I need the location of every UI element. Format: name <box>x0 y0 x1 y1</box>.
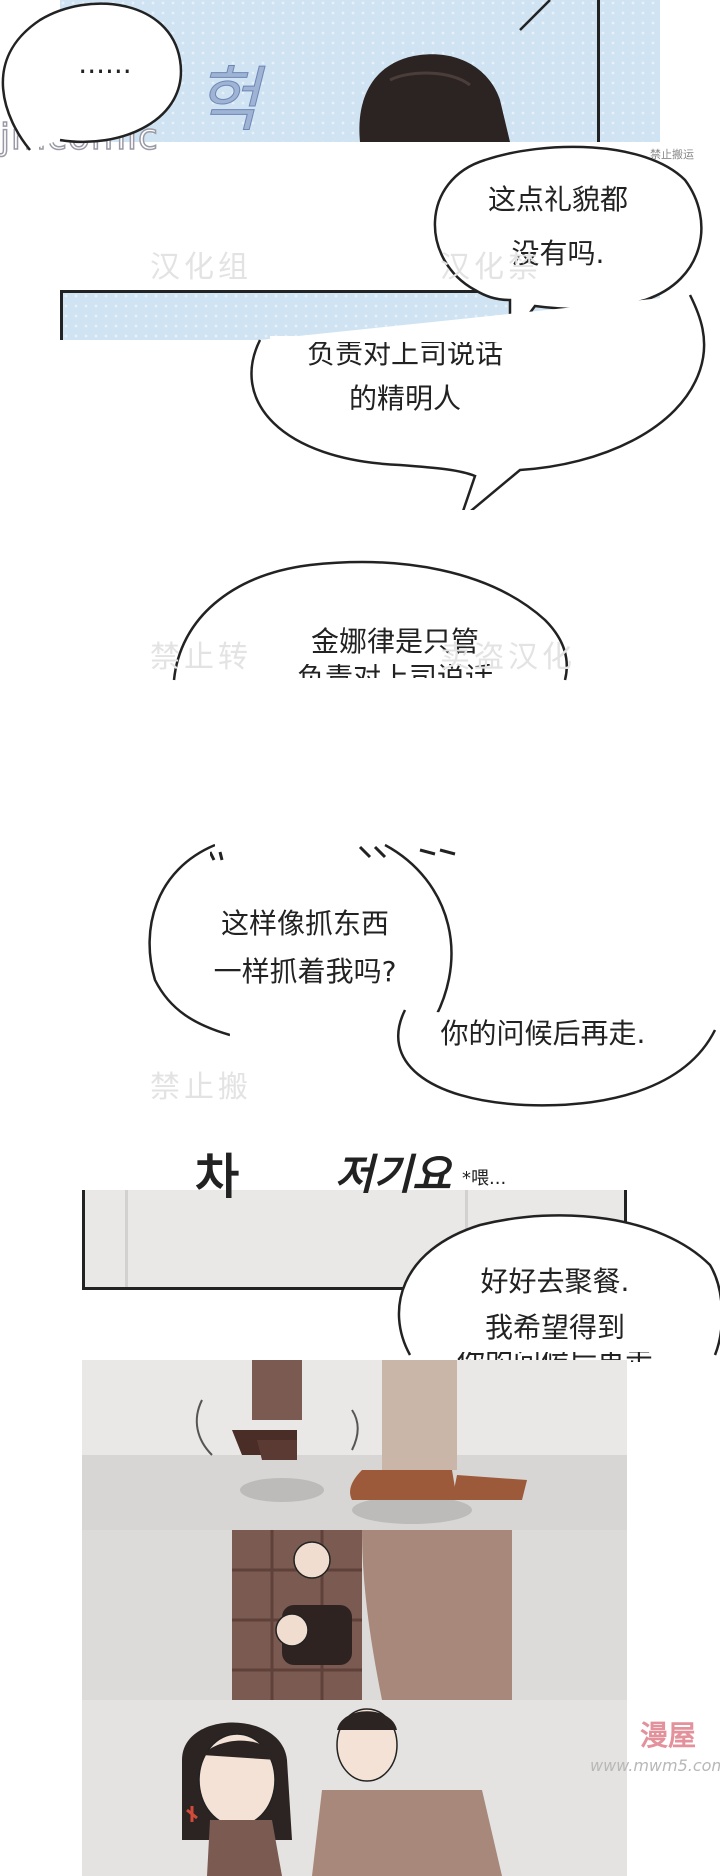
panel-feet-art <box>82 1360 627 1530</box>
greet-bubble <box>397 1009 717 1107</box>
grab-bubble <box>148 843 463 1037</box>
panel-characters <box>82 1700 627 1876</box>
grab-line-2: 一样抓着我吗? <box>213 955 397 988</box>
panel-grab-arm <box>82 1530 627 1700</box>
faint-watermark-3: 禁止转 <box>150 640 252 675</box>
grab-line-1: 这样像抓东西 <box>220 907 389 940</box>
boss-bubble <box>250 294 706 510</box>
faint-watermark-4: 卖盗汉化 <box>440 640 576 675</box>
panel-feet <box>82 1360 627 1530</box>
boss-bubble-cover <box>270 336 560 346</box>
courtesy-line-1: 这点礼貌都 <box>487 183 628 216</box>
dinner-line-3: 你的问候后再走 <box>430 1352 680 1362</box>
dinner-line-2: 我希望得到 <box>484 1311 625 1344</box>
faint-watermark-1: 汉化组 <box>150 250 252 285</box>
kim-line-1: 金娜律是只管 <box>310 625 479 658</box>
bottom-url-watermark: www.mwm5.com <box>590 1756 720 1775</box>
faint-watermark-2: 汉化禁 <box>440 250 542 285</box>
sfx-sharp-mark: 차 <box>195 1149 240 1205</box>
kim-bubble <box>172 560 569 681</box>
sfx-top-hangul: 헉 <box>194 59 260 141</box>
panel-characters-art <box>82 1700 627 1876</box>
boss-line-1: 负责对上司说话 <box>306 337 503 370</box>
top-right-credit-watermark: 禁止搬运 <box>650 148 694 161</box>
bottom-logo-watermark: 漫屋 <box>640 1719 697 1752</box>
ellipsis-bubble <box>1 2 183 151</box>
panel-grab-arm-art <box>82 1530 627 1700</box>
ellipsis-text: ...... <box>78 47 132 80</box>
courtesy-bubble <box>433 145 703 344</box>
sfx-spike-marks <box>210 845 456 861</box>
kim-line-2: 负责对上司说话 <box>270 664 520 678</box>
courtesy-line-2: 没有吗. <box>511 237 605 270</box>
faint-watermark-5: 禁止搬 <box>150 1070 252 1105</box>
sfx-panel-hangul: 저기요 <box>335 1150 451 1199</box>
top-bubble-tail <box>519 0 551 31</box>
boss-line-2: 的精明人 <box>348 382 461 415</box>
sfx-hey-note: *喂... <box>462 1168 507 1189</box>
dinner-line-1: 好好去聚餐. <box>480 1265 630 1298</box>
greet-line: 你的问候后再走. <box>440 1017 646 1050</box>
